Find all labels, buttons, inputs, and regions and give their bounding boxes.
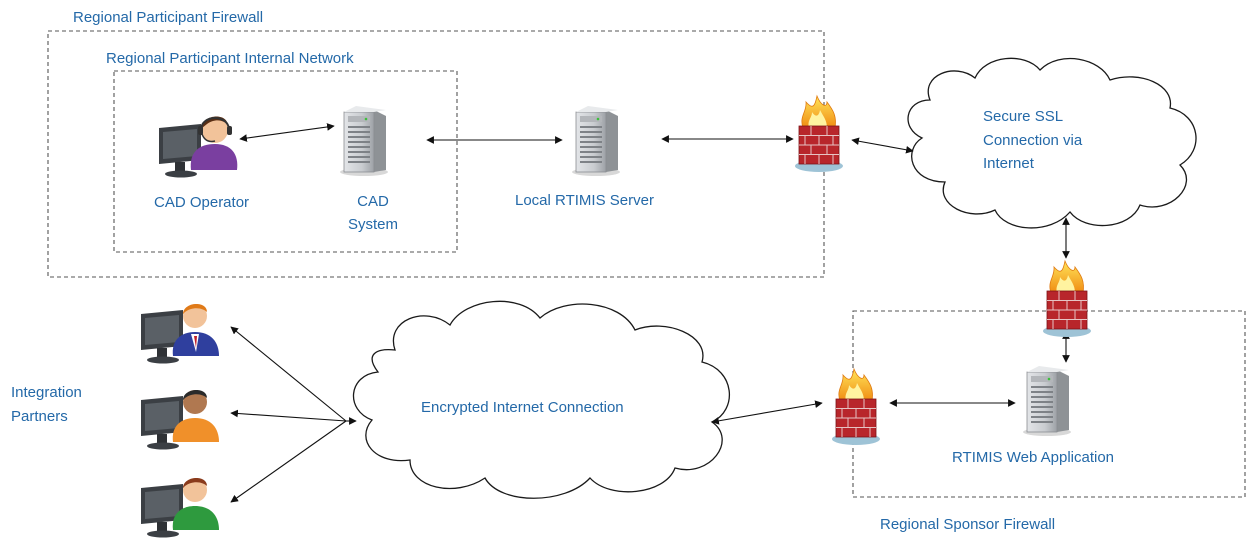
link-operator-cad [239, 123, 335, 142]
local-server-label: Local RTIMIS Server [515, 192, 654, 209]
cad-system-label-line1: CAD [357, 193, 389, 210]
web-app-label: RTIMIS Web Application [952, 449, 1114, 466]
partner-computer-icon [141, 389, 219, 450]
server-tower-icon [1022, 365, 1072, 437]
encrypted-connection-label: Encrypted Internet Connection [421, 399, 624, 416]
partner-computer-icon [141, 303, 219, 364]
cad-system-label-line2: System [348, 216, 398, 233]
partner-computer-icon [141, 477, 219, 538]
ssl-label-line1: Secure SSL [983, 108, 1063, 125]
secure-ssl-cloud [907, 57, 1197, 229]
participant-firewall-label: Regional Participant Firewall [73, 9, 263, 26]
integration-partners-label-line1: Integration [11, 384, 82, 401]
cad-operator-label: CAD Operator [154, 194, 249, 211]
link-firewall-ssl-cloud [851, 137, 914, 154]
participant-network-label: Regional Participant Internal Network [106, 50, 354, 67]
link-cloud-firewall [711, 400, 823, 425]
ssl-label-line2: Connection via [983, 132, 1083, 149]
firewall-icon [1042, 260, 1092, 338]
link-partner-2 [230, 409, 347, 422]
integration-partners-label-line2: Partners [11, 408, 68, 425]
link-partner-3 [230, 420, 347, 503]
server-tower-icon [571, 105, 621, 177]
connections [230, 123, 1070, 503]
firewall-icon [831, 368, 881, 446]
sponsor-firewall-label: Regional Sponsor Firewall [880, 516, 1055, 533]
server-tower-icon [339, 105, 389, 177]
cad-operator-headset-icon [159, 116, 238, 178]
participant-network-box [113, 70, 458, 253]
firewall-icon [794, 95, 844, 173]
link-partner-1 [230, 326, 347, 422]
ssl-label-line3: Internet [983, 155, 1035, 172]
encrypted-internet-cloud [352, 300, 731, 499]
